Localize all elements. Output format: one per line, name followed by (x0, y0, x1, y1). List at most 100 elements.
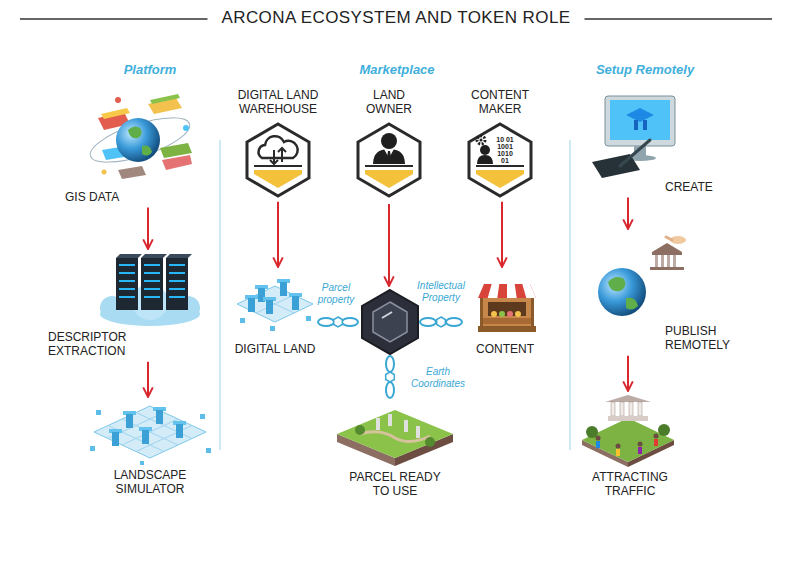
chain-label: Intellectual Property (406, 280, 476, 304)
publish-globe-icon (652, 252, 682, 255)
chain-link (386, 382, 394, 398)
server-cloud-icon (166, 258, 188, 310)
market-stall-icon (478, 284, 536, 298)
temple-tile-icon (608, 416, 648, 421)
temple-tile-icon (620, 402, 624, 416)
server-cloud-icon (119, 272, 135, 274)
diagram-title: ARCONA ECOSYSTEM AND TOKEN ROLE (221, 8, 570, 28)
gis-data-icon (183, 125, 189, 131)
parcel-icon (425, 437, 435, 447)
icon-space (320, 400, 470, 470)
market-stall-icon (507, 284, 517, 298)
digital-land-icon (266, 300, 273, 314)
parcel-icon (337, 410, 453, 458)
flow-arrow (147, 362, 149, 397)
warehouse-hex-icon (259, 136, 298, 158)
market-stall-icon (480, 298, 483, 328)
server-cloud-icon (169, 296, 185, 298)
node-label: CONTENT MAKER (465, 88, 535, 117)
temple-tile-icon (586, 426, 598, 438)
icon-space (445, 117, 555, 199)
gis-data-icon (116, 118, 160, 162)
temple-tile-icon (611, 402, 615, 416)
warehouse-hex-icon (270, 148, 286, 164)
create-monitor-icon (605, 96, 675, 146)
icon-node: DIGITAL LAND WAREHOUSE (223, 88, 333, 199)
column-heading: Marketplace (327, 62, 467, 78)
temple-tile-icon (605, 395, 651, 402)
digital-land-icon (248, 298, 255, 312)
temple-tile-icon (629, 402, 633, 416)
node-label: PARCEL READY TO USE (340, 470, 450, 499)
server-cloud-icon (144, 296, 160, 298)
server-cloud-icon (166, 254, 192, 258)
server-cloud-icon (119, 288, 135, 290)
chain-link (437, 317, 446, 327)
temple-tile-icon (654, 439, 658, 446)
publish-globe-icon (673, 255, 676, 267)
flow-arrow (501, 202, 503, 267)
land-owner-hex-icon (373, 149, 405, 164)
server-cloud-icon (119, 280, 135, 282)
land-owner-hex-icon (358, 124, 420, 196)
server-cloud-icon (141, 254, 167, 258)
icon-space (560, 394, 700, 470)
market-stall-icon (478, 326, 536, 332)
land-owner-hex-icon (358, 124, 420, 196)
server-cloud-icon (169, 264, 185, 266)
land-owner-hex-icon (365, 170, 413, 188)
arcona-token (382, 312, 392, 318)
content-maker-hex-icon (480, 139, 483, 142)
publish-globe-icon (626, 298, 638, 310)
temple-tile-icon (638, 442, 643, 447)
server-cloud-icon (169, 272, 185, 274)
arcona-token (373, 302, 407, 342)
node-label: CREATE (665, 180, 745, 194)
icon-node: DESCRIPTOR EXTRACTION (45, 252, 215, 359)
temple-tile-icon (654, 434, 659, 439)
gis-data-icon (118, 166, 146, 179)
node-label: CONTENT (455, 342, 555, 356)
landscape-simulator-icon (108, 413, 192, 452)
server-cloud-icon (169, 280, 185, 282)
land-owner-hex-icon (381, 133, 397, 149)
flow-arrow (627, 197, 629, 229)
chain-link (386, 356, 394, 372)
landscape-simulator-icon (112, 432, 119, 446)
node-label: LAND OWNER (359, 88, 419, 117)
parcel-icon (404, 420, 408, 432)
content-maker-hex-icon (469, 124, 531, 196)
publish-globe-icon (666, 237, 672, 240)
temple-tile-icon (638, 402, 642, 416)
icon-space (585, 232, 745, 324)
market-stall-icon (478, 284, 536, 332)
content-maker-hex-icon (477, 155, 493, 164)
chain-label: Parcel property (306, 282, 366, 306)
landscape-simulator-icon (176, 424, 183, 438)
column-divider (569, 140, 571, 450)
node-label: DIGITAL LAND (225, 342, 325, 356)
parcel-icon (355, 425, 365, 435)
market-stall-icon (507, 311, 513, 317)
publish-globe-icon (598, 236, 686, 316)
digital-land-icon (270, 326, 275, 331)
chain-link (420, 318, 436, 326)
landscape-simulator-icon (206, 448, 211, 453)
gis-data-icon (102, 170, 107, 175)
create-monitor-icon (626, 108, 654, 122)
create-monitor-icon (592, 96, 675, 178)
create-monitor-icon (610, 100, 670, 140)
chain-link (334, 317, 343, 327)
flow-arrow (147, 207, 149, 249)
temple-tile-icon (616, 449, 620, 456)
market-stall-icon (491, 311, 497, 317)
warehouse-hex-icon (254, 170, 302, 188)
icon-node: PARCEL READY TO USE (320, 400, 470, 499)
server-cloud-icon (116, 258, 138, 310)
create-monitor-icon (620, 140, 650, 166)
binary-digits: 10 01 1001 1010 01 (495, 136, 515, 164)
create-monitor-icon (643, 120, 647, 130)
icon-space (585, 92, 745, 180)
market-stall-icon (499, 311, 505, 317)
icon-space (225, 270, 325, 342)
